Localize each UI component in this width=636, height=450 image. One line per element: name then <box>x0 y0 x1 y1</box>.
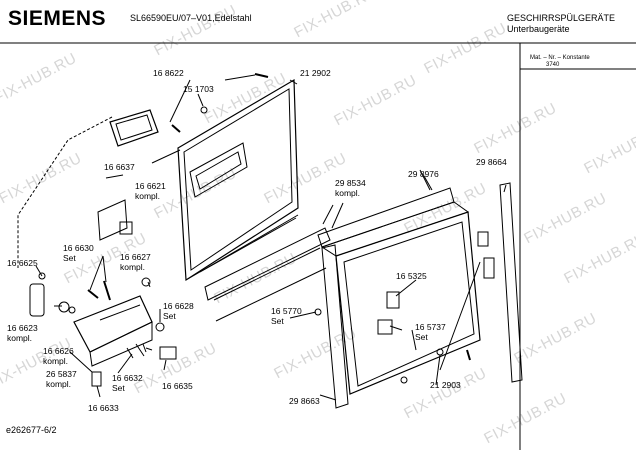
part-label[interactable]: 15 1703 <box>183 84 214 94</box>
appliance-category: GESCHIRRSPÜLGERÄTE <box>507 13 616 23</box>
gasket-frame <box>109 109 159 147</box>
material-constant: 3740 <box>546 62 560 68</box>
model-number: SL66590EU/07–V01,Edelstahl <box>130 13 252 23</box>
material-number-header: Mat. – Nr. – Konstante <box>530 55 590 61</box>
part-label[interactable]: 29 8664 <box>476 157 507 167</box>
appliance-subcategory: Unterbaugeräte <box>507 24 570 34</box>
part-label[interactable]: 29 8976 <box>408 169 439 179</box>
part-label[interactable]: 16 6625 <box>7 258 38 268</box>
part-label[interactable]: 16 6633 <box>88 403 119 413</box>
part-label[interactable]: 21 2902 <box>300 68 331 78</box>
diagram-id: e262677-6/2 <box>6 425 57 435</box>
part-label[interactable]: 21 2903 <box>430 380 461 390</box>
part-label[interactable]: 16 6637 <box>104 162 135 172</box>
detergent-dispenser <box>29 283 45 317</box>
brand-logo-text: SIEMENS <box>8 7 107 30</box>
part-label[interactable]: 16 5325 <box>396 271 427 281</box>
switch-part <box>386 291 400 309</box>
part-label[interactable]: 29 8663 <box>289 396 320 406</box>
part-label[interactable]: 16 8622 <box>153 68 184 78</box>
inner-door-panel <box>177 78 299 282</box>
part-label[interactable]: 16 6635 <box>162 381 193 391</box>
